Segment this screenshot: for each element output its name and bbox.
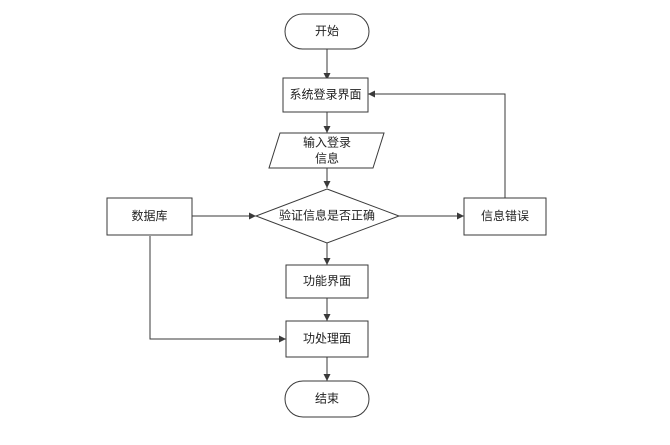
function-screen-box [285, 264, 369, 299]
node-end: 结束 [284, 380, 370, 418]
info-error-box [463, 197, 547, 236]
input-login-label-line1: 输入登录 [303, 135, 351, 150]
function-screen-label: 功能界面 [303, 274, 351, 288]
database-label: 数据库 [131, 208, 167, 223]
input-login-parallelogram [268, 132, 385, 169]
node-login-screen: 系统登录界面 [282, 77, 369, 113]
node-database: 数据库 [106, 197, 193, 236]
start-label: 开始 [315, 24, 339, 38]
info-error-label: 信息错误 [481, 208, 529, 223]
end-label: 结束 [315, 392, 339, 406]
node-verify: 验证信息是否正确 [254, 188, 401, 244]
verify-decision-diamond [254, 188, 401, 244]
node-info-error: 信息错误 [463, 197, 547, 236]
database-box [106, 197, 193, 236]
login-screen-box [282, 77, 369, 113]
login-screen-label: 系统登录界面 [289, 87, 361, 102]
node-start: 开始 [284, 13, 370, 50]
end-terminator-shape [284, 380, 370, 418]
edges [149, 49, 506, 381]
input-login-label-line2: 信息 [315, 151, 339, 166]
node-function-process: 功处理面 [285, 320, 369, 358]
function-process-label: 功处理面 [303, 332, 351, 346]
edge-error-to-login [368, 90, 506, 198]
node-function-screen: 功能界面 [285, 264, 369, 299]
verify-label: 验证信息是否正确 [279, 208, 375, 223]
start-terminator-shape [284, 13, 370, 50]
edge-database-to-function-process [149, 236, 286, 343]
node-input-login: 输入登录 信息 [268, 132, 385, 169]
function-process-box [285, 320, 369, 358]
